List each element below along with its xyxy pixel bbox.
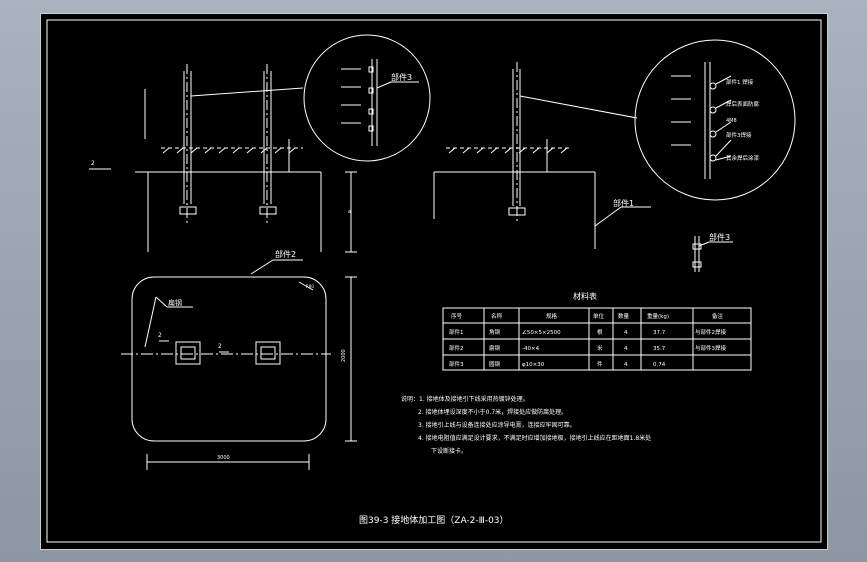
cell-r1-c7: 与部件2焊接 (695, 328, 726, 336)
detail-label-5: 其余焊后涂漆 (726, 154, 760, 162)
cell-r2-c5: 4 (624, 346, 628, 352)
cell-r1-c1: 部件1 (449, 328, 464, 336)
section-mark-plan-2: 2 (218, 343, 222, 350)
th-note: 备注 (712, 312, 724, 320)
th-qty: 数量 (618, 312, 630, 320)
flat-steel-label: 扁钢 (168, 298, 182, 307)
right-elevation (433, 62, 651, 249)
cell-r1-c4: 根 (597, 328, 603, 336)
right-detail-circle (634, 39, 796, 201)
cell-r1-c5: 4 (624, 330, 628, 336)
cell-r3-c6: 0.74 (653, 362, 666, 368)
th-weight: 重量(kg) (647, 312, 669, 320)
left-detail-circle (303, 34, 431, 162)
th-spec: 规格 (546, 312, 558, 320)
dim-side: 2000 (341, 349, 347, 362)
note-line-4: 4. 接地电阻值应满足设计要求，不满足时应增加接地极，接地引上线应在距地面1.8… (418, 434, 651, 442)
section-mark: 2 (91, 160, 95, 167)
material-table (442, 307, 752, 371)
angle-label: R80 (306, 284, 314, 289)
detail-label-4: 部件3焊接 (726, 131, 752, 139)
inner-border (46, 19, 822, 543)
note-line-2: 2. 接地体埋设深度不小于0.7米，焊接处应做防腐处理。 (418, 408, 567, 416)
cell-r2-c2: 扁钢 (489, 344, 501, 352)
part3-small-detail (692, 236, 733, 272)
note-line-1: 说明：1. 接地体及接地引下线采用热镀锌处理。 (401, 395, 529, 403)
cell-r3-c2: 圆钢 (489, 360, 501, 368)
th-name: 名称 (491, 312, 503, 320)
dim-mid-left: a (348, 209, 351, 215)
cell-r2-c6: 35.7 (653, 346, 666, 352)
detail-label-3: 4M8 (726, 118, 737, 124)
drawing-sheet: 2 a 部件3 (40, 13, 828, 550)
part1-callout: 部件1 (613, 198, 634, 208)
left-elevation (89, 64, 357, 253)
part2-callout: 部件2 (275, 249, 296, 259)
note-line-3: 3. 接地引上线与设备连接处应涂导电膏，连接应牢固可靠。 (418, 421, 576, 429)
section-mark-plan-1: 2 (158, 332, 162, 339)
th-unit: 单位 (593, 312, 605, 320)
cell-r1-c3: ∠50×5×2500 (522, 329, 561, 336)
cell-r2-c4: 米 (597, 344, 603, 352)
note-line-5: 下设断接卡。 (431, 447, 467, 455)
cell-r2-c3: -40×4 (522, 346, 540, 352)
detail-label-1: 部件1 焊接 (726, 78, 754, 86)
part3-callout-small: 部件3 (709, 232, 730, 242)
drawing-title: 图39-3 接地体加工图（ZA-2-Ⅲ-03） (359, 514, 509, 526)
dim-bottom: 3000 (217, 455, 230, 461)
detail-label-2: 焊后表面防腐 (726, 100, 760, 108)
cell-r1-c2: 角钢 (489, 328, 501, 336)
cell-r2-c7: 与部件3焊接 (695, 344, 726, 352)
table-title: 材料表 (573, 291, 597, 301)
th-index: 序号 (451, 312, 463, 320)
cell-r3-c4: 件 (597, 360, 603, 368)
cell-r2-c1: 部件2 (449, 344, 464, 352)
cad-drawing: 2 a 部件3 (46, 19, 822, 543)
cell-r3-c3: φ10×30 (522, 362, 545, 368)
plan-view (121, 259, 357, 470)
cell-r3-c1: 部件3 (449, 360, 464, 368)
cell-r1-c6: 37.7 (653, 330, 666, 336)
cell-r3-c5: 4 (624, 362, 628, 368)
part3-callout-top: 部件3 (391, 72, 412, 82)
